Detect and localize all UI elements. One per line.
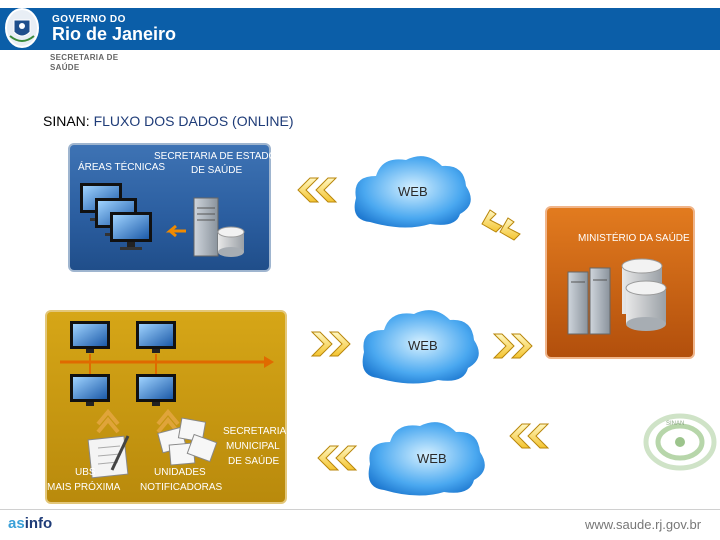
gov-small-text: GOVERNO DO [52, 14, 126, 25]
database-icon [217, 226, 245, 257]
computer-icon [110, 212, 152, 250]
cloud-icon [354, 156, 471, 228]
document-icon [87, 435, 130, 479]
ministry-title: MINISTÉRIO DA SAÚDE [578, 233, 690, 244]
header-bar [0, 8, 720, 50]
computer-icon [70, 321, 110, 353]
municipal-title-line1: SECRETARIA [223, 426, 287, 437]
secretaria-title: SECRETARIA DE SAÚDE [50, 53, 118, 73]
forms-stack-icon [157, 417, 218, 466]
footer-divider [0, 509, 720, 510]
ubs-label-line1: UBS [75, 467, 96, 478]
title-highlight: FLUXO DOS DADOS (ONLINE) [93, 113, 294, 129]
footer-site-url: www.saude.rj.gov.br [585, 517, 702, 532]
slide-title: SINAN: FLUXO DOS DADOS (ONLINE) [43, 113, 294, 129]
asinfo-as: as [8, 515, 25, 532]
chevron-arrow-icon [317, 445, 358, 471]
secretaria-line1: SECRETARIA DE [50, 53, 119, 62]
state-title-line1: SECRETARIA DE ESTADO [154, 151, 277, 162]
computer-icon [136, 374, 176, 406]
chevron-arrow-icon [310, 331, 351, 357]
server-icon [193, 197, 219, 257]
cloud-icon [368, 422, 485, 496]
computer-icon [136, 321, 176, 353]
state-title-line2: DE SAÚDE [191, 165, 243, 176]
secretaria-line2: SAÚDE [50, 63, 80, 72]
database-icon [621, 258, 667, 331]
chevron-arrow-icon [492, 333, 533, 359]
asinfo-logo: asinfo [8, 515, 52, 532]
chevron-arrow-icon [509, 423, 550, 449]
ubs-label-line2: MAIS PRÓXIMA [47, 482, 121, 493]
web-label-middle: WEB [408, 338, 438, 353]
sinan-logo-icon [643, 413, 717, 471]
cloud-icon [362, 310, 479, 384]
server-icon [567, 267, 611, 335]
computer-icon [70, 374, 110, 406]
chevron-up-icon [156, 408, 180, 434]
chevron-up-icon [96, 408, 120, 434]
municipal-title-line3: DE SAÚDE [228, 456, 280, 467]
gov-big-text: Rio de Janeiro [52, 24, 177, 44]
title-prefix: SINAN: [43, 113, 90, 129]
network-line [60, 354, 274, 374]
orange-arrow-icon [165, 224, 186, 238]
unidades-label-line1: UNIDADES [154, 467, 206, 478]
web-label-top: WEB [398, 184, 428, 199]
areas-tecnicas-label: ÁREAS TÉCNICAS [78, 162, 166, 173]
municipal-title-line2: MUNICIPAL [226, 441, 280, 452]
chevron-arrow-icon [297, 177, 338, 203]
asinfo-info: info [24, 515, 53, 532]
web-label-bottom: WEB [417, 451, 447, 466]
crest-icon [5, 8, 39, 48]
sinan-logo-text: SINAN [666, 421, 685, 427]
chevron-arrow-icon [481, 209, 521, 241]
unidades-label-line2: NOTIFICADORAS [140, 482, 223, 493]
